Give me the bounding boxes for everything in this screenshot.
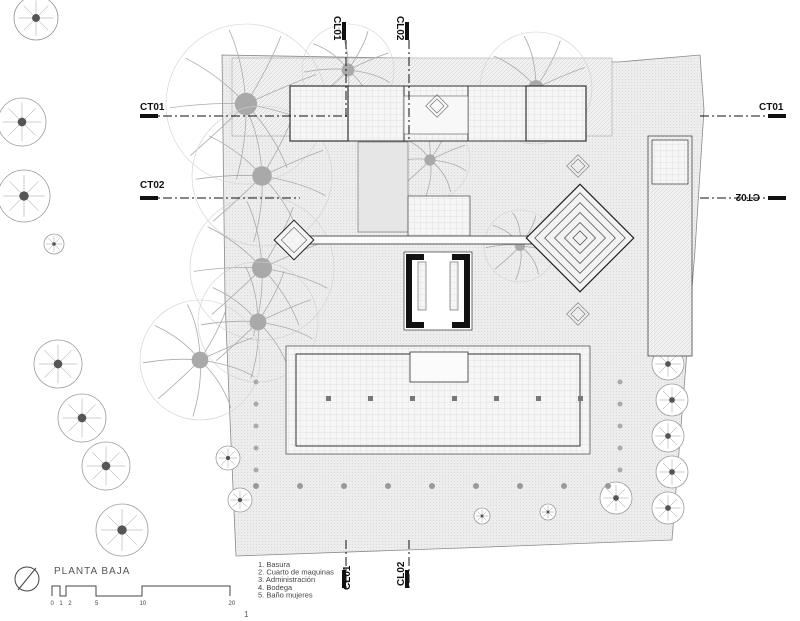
tree-symbol [539, 503, 557, 521]
page-number: 1 [244, 610, 249, 619]
column [326, 396, 331, 401]
bollard [617, 379, 623, 385]
tree-symbol [651, 419, 685, 453]
tree-symbol [655, 455, 689, 489]
scale-tick-label: 10 [140, 601, 147, 607]
small-diamond-north [566, 154, 590, 178]
bollard [561, 483, 567, 489]
bollard [253, 467, 259, 473]
bollard [617, 467, 623, 473]
tree-symbol [0, 169, 51, 223]
tree-symbol [599, 481, 633, 515]
column [410, 396, 415, 401]
central-core [403, 251, 473, 331]
hall-columns [326, 396, 583, 401]
scale-tick-label: 1 [59, 601, 63, 607]
section-label-ct02-east: CT02 [735, 191, 760, 202]
tree-symbol [651, 491, 685, 525]
column [368, 396, 373, 401]
legend-item: 5. Baño mujeres [258, 590, 313, 599]
bollard [429, 483, 435, 489]
tree-symbol [13, 0, 59, 41]
bollard [473, 483, 479, 489]
section-label-ct01-west: CT01 [140, 102, 165, 113]
section-label-cl01-south: CL01 [342, 565, 353, 590]
bollard [253, 379, 259, 385]
tree-symbol [655, 383, 689, 417]
bollard [617, 445, 623, 451]
tree-symbol [227, 487, 253, 513]
north-arrow [14, 566, 40, 592]
legend-item: 2. Cuarto de maquinas [258, 568, 334, 577]
perimeter-bollards [253, 379, 623, 489]
column [578, 396, 583, 401]
pyramid-fountain [525, 183, 635, 293]
column [452, 396, 457, 401]
small-diamond-south [566, 302, 590, 326]
section-marks [140, 22, 786, 588]
main-hall [285, 345, 591, 455]
bollard [253, 483, 259, 489]
section-label-ct01-east: CT01 [759, 102, 784, 113]
tree-symbol [57, 393, 107, 443]
bollard [517, 483, 523, 489]
bollard [385, 483, 391, 489]
tree-symbol [43, 233, 65, 255]
bollard [297, 483, 303, 489]
scale-tick-label: 5 [95, 601, 99, 607]
scale-tick-label: 20 [229, 601, 236, 607]
legend-item: 4. Bodega [258, 583, 293, 592]
column [536, 396, 541, 401]
plan-title: PLANTA BAJA [54, 566, 130, 577]
courtyard-garden [357, 141, 471, 237]
bollard [253, 445, 259, 451]
legend-item: 3. Administración [258, 575, 315, 584]
section-label-cl02-north: CL02 [394, 16, 405, 41]
canopy-tree [197, 261, 319, 383]
legend-item: 1. Basura [258, 560, 291, 569]
tree-symbol [81, 441, 131, 491]
scale-tick-label: 0 [51, 601, 55, 607]
bollard [341, 483, 347, 489]
bollard [617, 401, 623, 407]
bollard [253, 423, 259, 429]
section-label-cl01-north: CL01 [331, 16, 342, 41]
tree-symbol [95, 503, 149, 557]
bollard [605, 483, 611, 489]
bollard [617, 423, 623, 429]
tree-symbol [33, 339, 83, 389]
bollard [253, 401, 259, 407]
tree-symbol [215, 445, 241, 471]
tree-symbol [473, 507, 491, 525]
east-west-walkway [273, 219, 537, 261]
section-label-cl02-south: CL02 [396, 561, 407, 586]
canopy-tree [139, 299, 261, 421]
canopy-tree [189, 195, 335, 341]
tree-symbol [0, 97, 47, 147]
scale-tick-label: 2 [68, 601, 72, 607]
section-label-ct02-west: CT02 [140, 180, 165, 191]
east-strip-building [647, 135, 693, 357]
scale-bar [51, 585, 231, 597]
north-pavilion [289, 85, 587, 142]
column [494, 396, 499, 401]
